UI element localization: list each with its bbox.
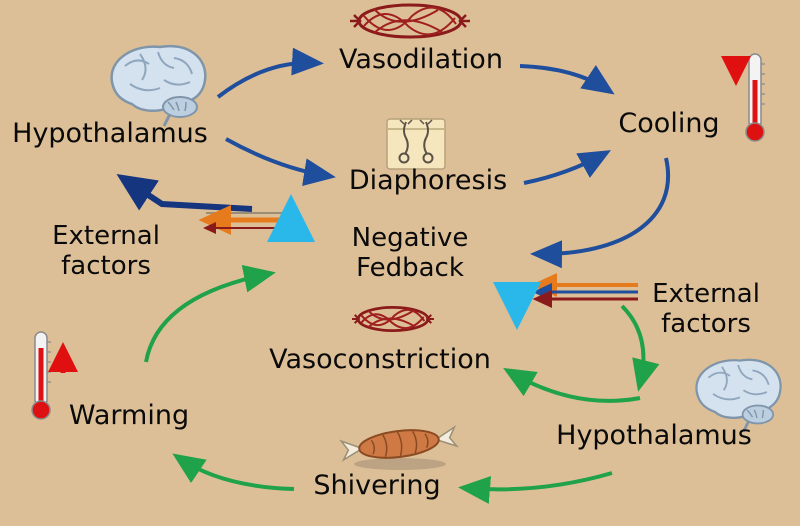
vasoconstriction-text: Vasoconstriction [269, 344, 491, 375]
external-right-line1: External [652, 279, 760, 309]
hypothalamus-top-label: Hypothalamus [2, 118, 218, 149]
thermometer-up-icon [28, 330, 54, 422]
arrow-shivering-to-warming [172, 453, 295, 491]
hypothalamus-top-text: Hypothalamus [12, 118, 208, 149]
negative-feedback-label: Negative Fedback [330, 223, 490, 284]
arrow-hypothalamus-to-vasodilation [216, 47, 324, 99]
arrow-cooling-to-negative-feedback [530, 157, 670, 269]
negative-feedback-line1: Negative [351, 223, 469, 253]
shivering-text: Shivering [313, 470, 441, 501]
shivering-label: Shivering [296, 470, 458, 501]
arrow-hypothalamus-to-vasoconstriction [503, 367, 641, 403]
vasodilation-text: Vasodilation [339, 44, 503, 75]
warming-label: Warming [56, 400, 202, 431]
external-left-line2: factors [61, 250, 151, 281]
arrow-vasodilation-to-cooling [519, 64, 615, 95]
vasodilation-label: Vasodilation [325, 44, 517, 75]
brain-icon-bottom-right [686, 350, 792, 434]
cooling-label: Cooling [610, 108, 728, 139]
thermometer-down-icon [742, 52, 768, 144]
muscle-icon [338, 420, 460, 472]
vasoconstriction-label: Vasoconstriction [250, 344, 510, 375]
diaphoresis-label: Diaphoresis [338, 165, 518, 196]
blood-vessel-icon-top [350, 0, 470, 42]
external-right-line2: factors [661, 308, 751, 339]
diaphoresis-text: Diaphoresis [348, 165, 508, 196]
external-factors-left-label: External factors [32, 221, 180, 282]
blood-vessel-icon-middle [352, 296, 434, 342]
negative-feedback-line2: Fedback [356, 252, 464, 283]
arrow-warming-to-negative-feedback [144, 264, 276, 363]
sweat-gland-skin-icon [386, 118, 446, 170]
hypothalamus-bottom-text: Hypothalamus [556, 420, 752, 451]
arrow-hypothalamus-to-shivering [458, 471, 613, 504]
cooling-text: Cooling [618, 108, 720, 139]
warming-text: Warming [68, 400, 190, 431]
brain-icon-top-left [100, 36, 218, 128]
external-factors-right-label: External factors [640, 279, 772, 340]
arrow-external-left-to-hypothalamus [116, 174, 253, 212]
arrow-hypothalamus-to-diaphoresis [225, 137, 336, 187]
hypothalamus-bottom-label: Hypothalamus [538, 420, 770, 451]
arrow-diaphoresis-to-cooling [523, 150, 611, 185]
external-left-line1: External [52, 221, 160, 251]
arrow-external-right-to-hypothalamus-bottom [620, 304, 660, 392]
